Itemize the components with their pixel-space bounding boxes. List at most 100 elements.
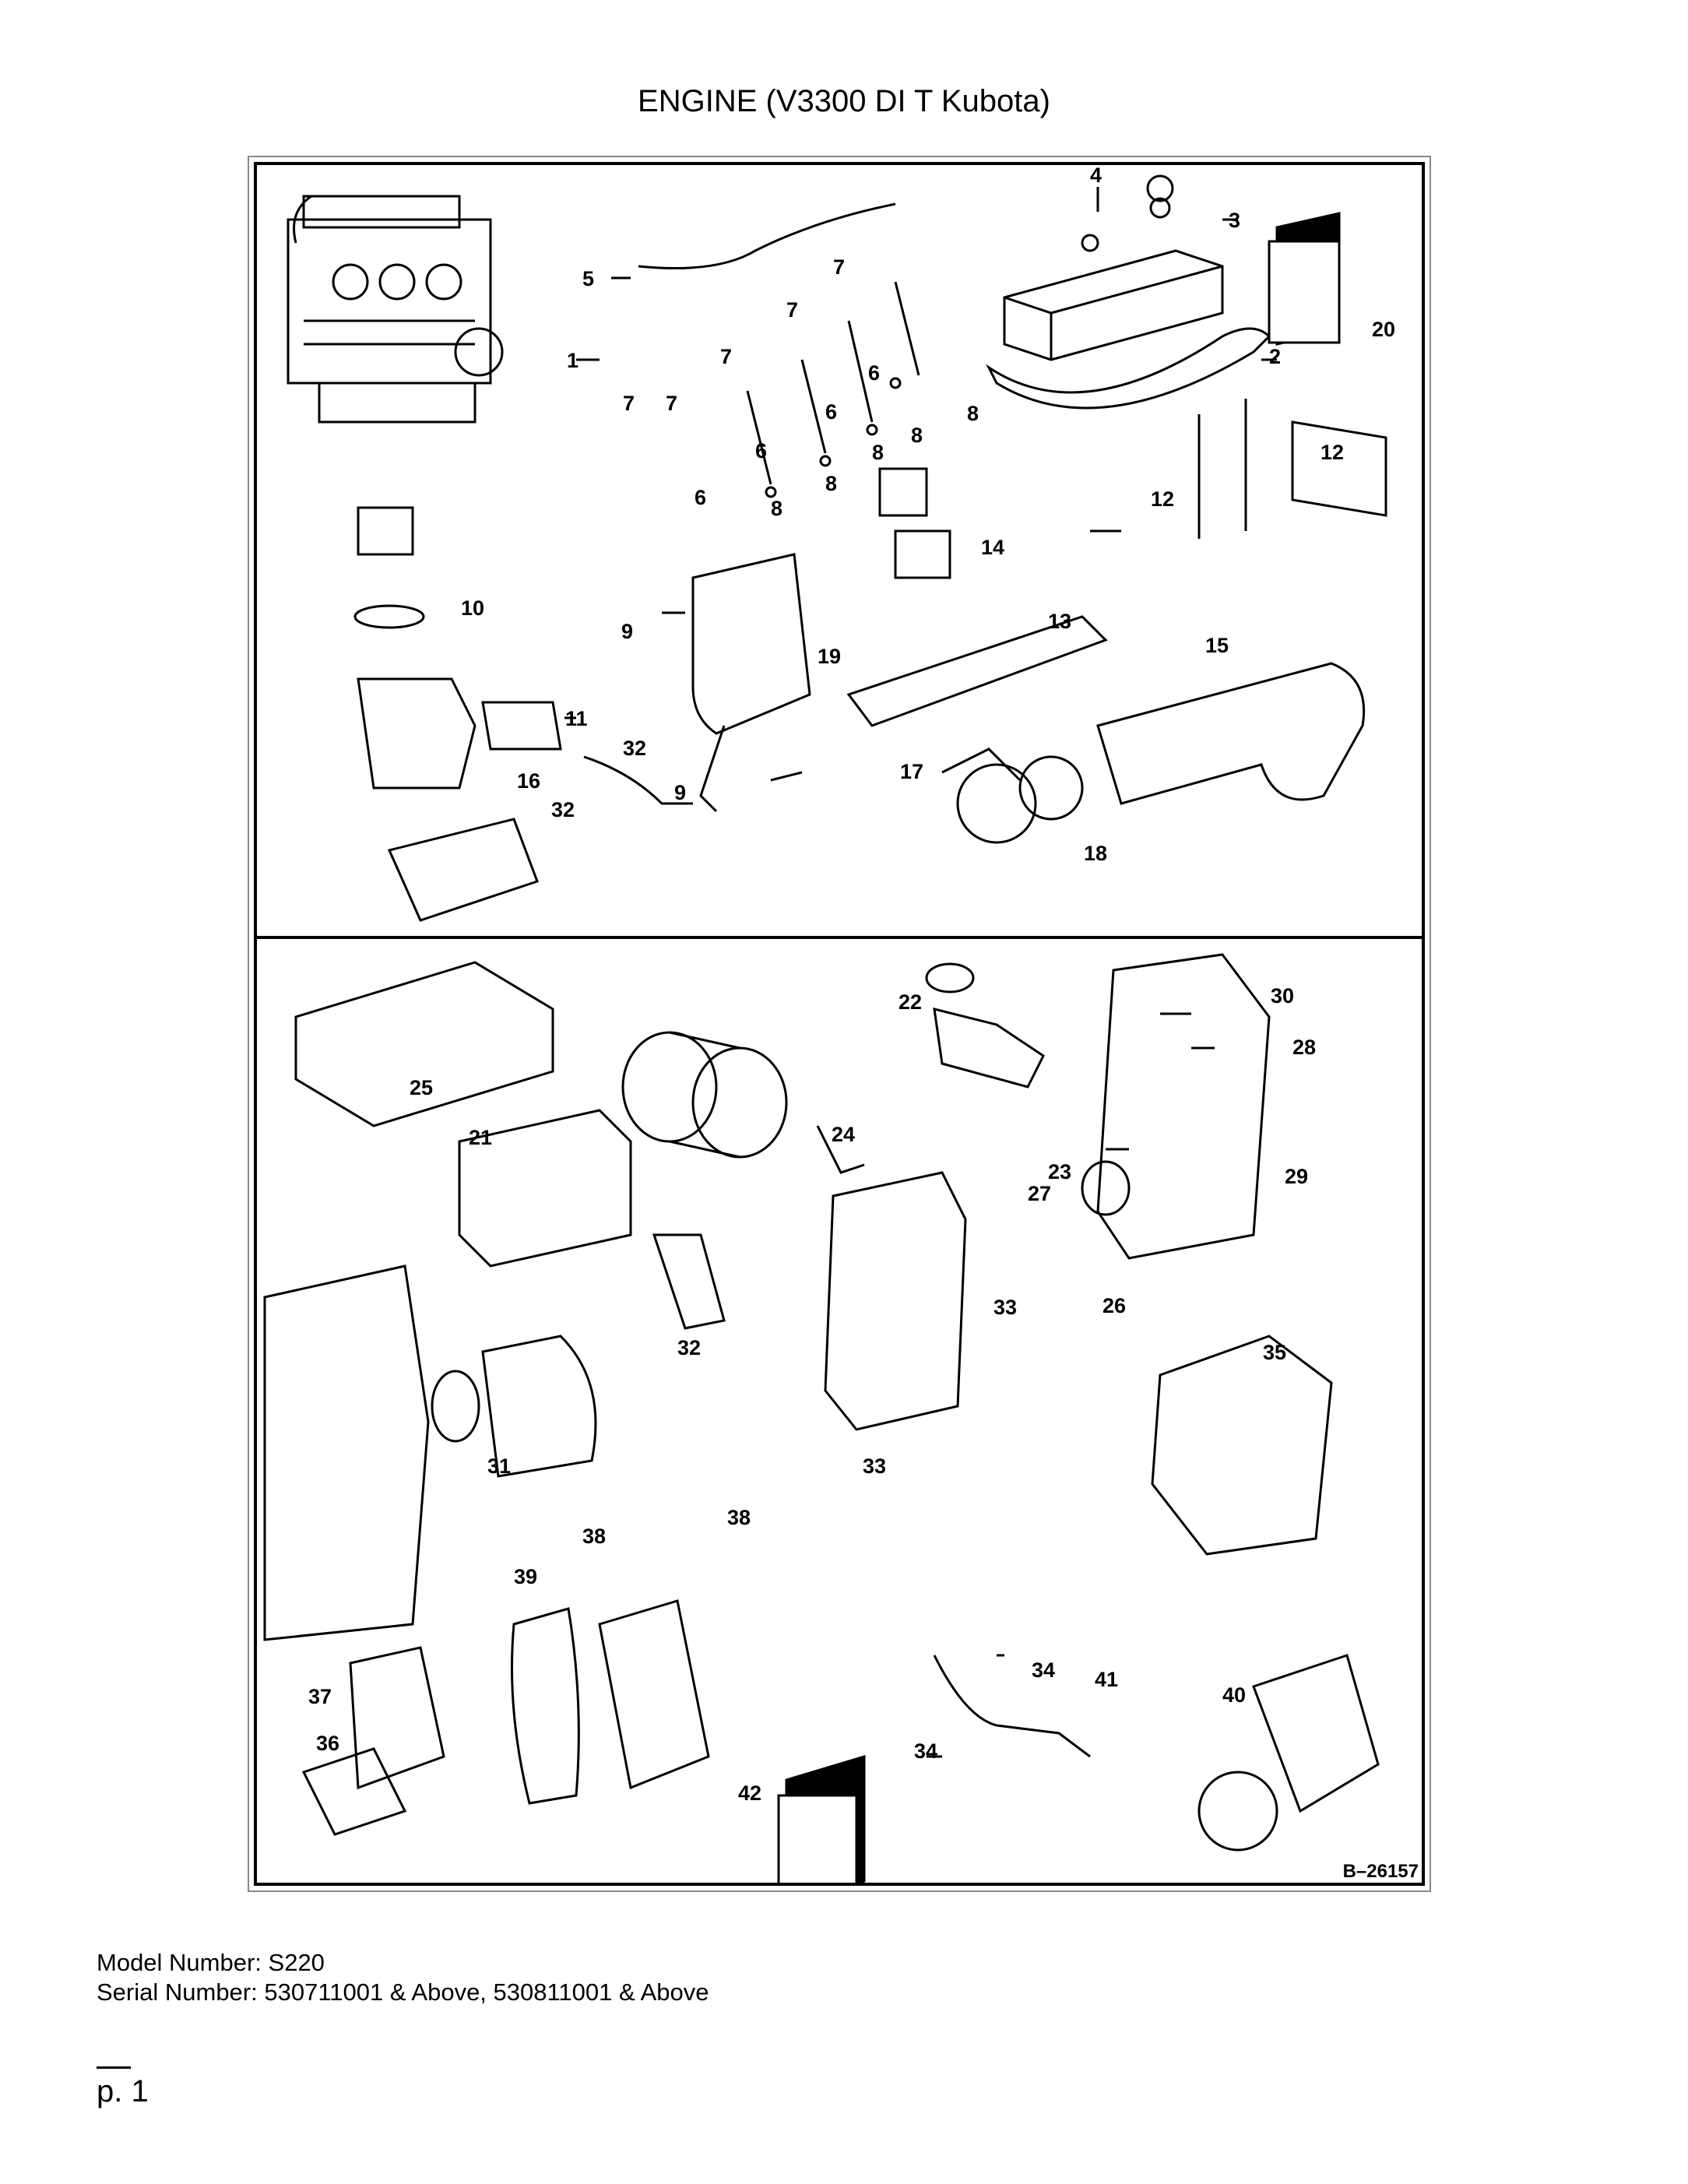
drawing-reference: B–26157 (1339, 1861, 1422, 1883)
callout-25: 25 (410, 1076, 433, 1099)
oil-seal-27-drawing (1081, 1160, 1131, 1216)
callout-2: 2 (1269, 345, 1281, 368)
callout-12a: 12 (1321, 441, 1344, 464)
oil-pan-drawing (294, 961, 554, 1127)
callout-8a: 8 (967, 402, 979, 425)
callout-15: 15 (1205, 634, 1229, 657)
callout-19: 19 (818, 645, 841, 668)
callout-7d: 7 (666, 392, 677, 415)
engine-assembly-drawing (287, 195, 504, 424)
water-flange-drawing (387, 818, 539, 922)
callout-37: 37 (308, 1685, 332, 1708)
callout-7b: 7 (786, 298, 798, 322)
callout-26: 26 (1102, 1294, 1126, 1317)
oil-filter-drawing (621, 1031, 865, 1174)
oil-filler-drawing (925, 962, 1045, 1088)
lower-parts-illustration: 21 22 23 24 25 26 27 28 29 30 31 32 33 3… (263, 953, 1380, 1883)
callout-7c: 7 (720, 345, 732, 368)
callout-13: 13 (1048, 610, 1071, 633)
governor-housing-drawing (598, 1599, 710, 1790)
callout-6b: 6 (825, 400, 837, 424)
callout-34b: 34 (914, 1739, 937, 1763)
callout-8b: 8 (911, 424, 923, 447)
callout-30: 30 (1271, 984, 1294, 1008)
callout-7e: 7 (623, 392, 635, 415)
callout-34a: 34 (1032, 1658, 1055, 1682)
fuel-feed-pump-drawing (652, 1233, 726, 1330)
upper-parts-panel: 1 2 3 4 5 6 6 6 6 7 7 7 7 7 8 8 8 (257, 165, 1422, 936)
oil-seal-31-drawing (431, 1370, 480, 1443)
callout-24: 24 (832, 1123, 855, 1146)
injection-pump-drawing (349, 1646, 445, 1790)
callout-8c: 8 (872, 441, 884, 464)
callout-6a: 6 (868, 361, 880, 385)
pump-drive-drawing (301, 1747, 407, 1836)
callout-10: 10 (461, 596, 484, 620)
gasket-39-drawing (511, 1607, 580, 1805)
callout-32b: 32 (551, 798, 575, 821)
gear-case-drawing (691, 553, 811, 735)
throttle-part-drawing (878, 467, 928, 517)
lower-parts-panel: 21 22 23 24 25 26 27 28 29 30 31 32 33 3… (257, 939, 1422, 1883)
page-number: p. 1 (97, 2074, 149, 2108)
callout-8e: 8 (771, 497, 782, 520)
manual-box-42-drawing (777, 1754, 866, 1883)
callout-39: 39 (514, 1565, 537, 1588)
manual-box-20-drawing (1268, 212, 1341, 346)
callout-28: 28 (1292, 1036, 1316, 1059)
callout-1: 1 (567, 349, 578, 372)
parts-diagram: 1 2 3 4 5 6 6 6 6 7 7 7 7 7 8 8 8 (254, 162, 1425, 1886)
callout-3: 3 (1229, 209, 1240, 232)
crankcase-drawing (263, 1264, 430, 1641)
callout-11: 11 (565, 707, 588, 730)
rocker-arm-drawing (1197, 399, 1387, 539)
serial-number: Serial Number: 530711001 & Above, 530811… (97, 1978, 709, 2006)
callout-31: 31 (487, 1454, 511, 1478)
valve-cover-drawing (986, 174, 1271, 410)
callout-12b: 12 (1151, 487, 1174, 511)
thermostat-housing-drawing (353, 506, 562, 790)
intake-manifold-drawing (846, 615, 1108, 727)
callout-14: 14 (981, 536, 1004, 559)
callout-17: 17 (900, 760, 923, 783)
model-serial-info: Model Number: S220 Serial Number: 530711… (97, 1948, 709, 2007)
callout-35: 35 (1263, 1341, 1286, 1364)
callout-36: 36 (316, 1732, 339, 1755)
model-number: Model Number: S220 (97, 1949, 325, 1976)
turbocharger-drawing (941, 747, 1084, 844)
timing-gear-case-drawing (1096, 953, 1271, 1260)
gasket-14-drawing (894, 529, 951, 579)
callout-33b: 33 (863, 1454, 886, 1478)
gear-case-cover-drawing (824, 1171, 967, 1431)
oil-pipe-drawing (699, 725, 726, 813)
panel-divider (257, 936, 1422, 939)
water-pump-drawing (1197, 1654, 1380, 1852)
harness-drawing (638, 202, 896, 269)
callout-32: 32 (677, 1336, 701, 1359)
callout-9a: 9 (621, 620, 633, 643)
callout-8d: 8 (825, 472, 837, 495)
callout-38a: 38 (582, 1525, 606, 1548)
callout-41: 41 (1095, 1668, 1118, 1691)
parts-diagram-frame: 1 2 3 4 5 6 6 6 6 7 7 7 7 7 8 8 8 (248, 156, 1431, 1892)
callout-27: 27 (1028, 1182, 1051, 1205)
callout-6d: 6 (695, 486, 706, 509)
callout-32a: 32 (623, 737, 646, 760)
callout-7a: 7 (833, 255, 845, 279)
upper-parts-illustration: 1 2 3 4 5 6 6 6 6 7 7 7 7 7 8 8 8 (287, 165, 1395, 922)
callout-40: 40 (1222, 1683, 1246, 1707)
callout-18: 18 (1084, 842, 1107, 865)
oil-seal-case-drawing (481, 1335, 597, 1478)
callout-33a: 33 (993, 1296, 1017, 1319)
callout-21: 21 (469, 1126, 492, 1149)
page-number-rule (97, 2066, 131, 2069)
cylinder-block-drawing (458, 1109, 632, 1268)
flywheel-housing-drawing (1151, 1335, 1333, 1556)
callout-29: 29 (1285, 1165, 1308, 1188)
oil-pipe-41-drawing (933, 1655, 1091, 1758)
exhaust-manifold-drawing (1096, 662, 1366, 805)
callout-23: 23 (1048, 1160, 1071, 1183)
fuel-pipe-32-drawing (583, 755, 693, 805)
injectors-drawing (746, 281, 920, 498)
callout-5: 5 (582, 267, 594, 290)
